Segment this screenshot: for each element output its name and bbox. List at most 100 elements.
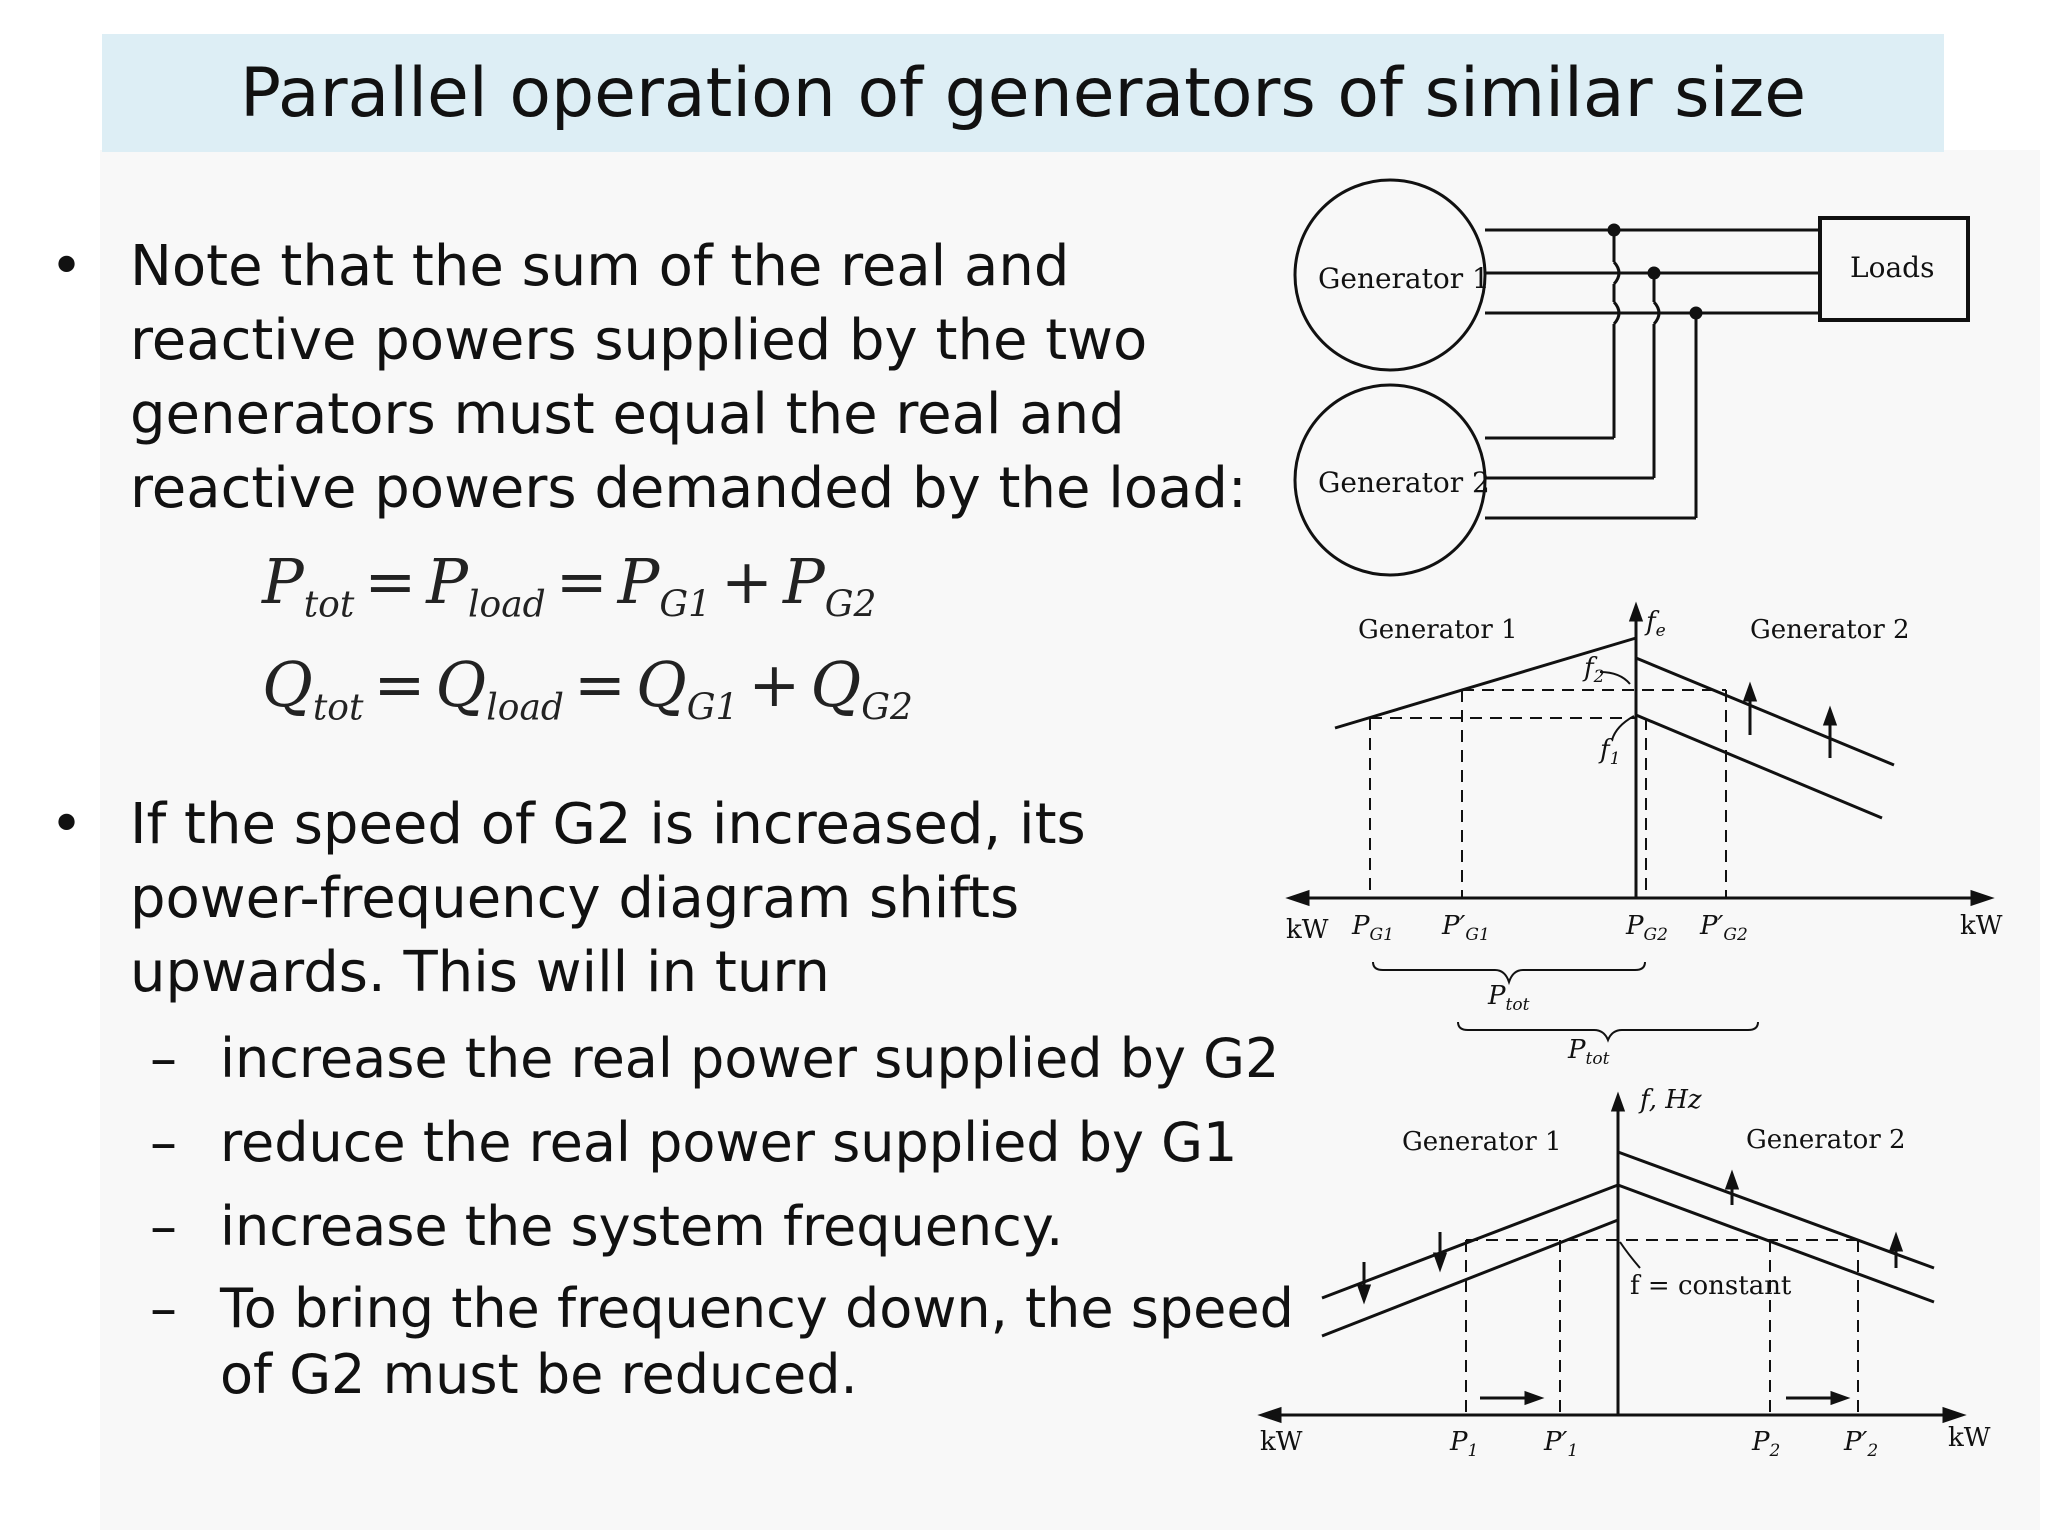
junction-dot (1647, 266, 1661, 280)
diagram1-gen1-label: Generator 1 (1358, 615, 1518, 645)
diagram2-gen2-label: Generator 2 (1746, 1125, 1906, 1155)
diagram2-p1p-label: P′1 (1543, 1427, 1578, 1461)
diagram2-gen1-curve-old (1321, 1183, 1619, 1300)
loads-label: Loads (1850, 251, 1934, 284)
diagram1-pg2p-label: P′G2 (1699, 911, 1748, 945)
bullet-1-line-2: reactive powers supplied by the two (130, 308, 1148, 373)
subitem-dash: – (150, 1111, 177, 1174)
diagram1-f2-pointer (1599, 671, 1631, 685)
bullet-dot: • (50, 792, 84, 857)
title-bar: Parallel operation of generators of simi… (102, 34, 1944, 152)
eq-p-sub-2: load (468, 584, 546, 626)
diagram2-shift-arrowhead-1 (1356, 1284, 1372, 1305)
diagram2-kw-right: kW (1948, 1423, 1991, 1453)
diagram1-fe-label: fe (1644, 607, 1666, 641)
eq-p-sub-4: G2 (824, 584, 877, 626)
diagram1-pg1p-label: P′G1 (1441, 911, 1490, 945)
diagram1-gen2-curve-new (1635, 656, 1895, 767)
generator-2-circle (1293, 383, 1487, 577)
equation-q: Qtot=Qload=QG1+QG2 (262, 648, 913, 728)
diagram1-f1-pointer (1611, 715, 1635, 741)
bullet-1-text: Note that the sum of the real and reacti… (130, 230, 1247, 526)
bullet-dot: • (50, 234, 84, 299)
slide-title: Parallel operation of generators of simi… (239, 53, 1807, 133)
bullet-1-line-1: Note that the sum of the real and (130, 234, 1070, 299)
eq-q-symbol-3: Q (635, 648, 687, 721)
diagram2-p1-arrowhead (1524, 1390, 1545, 1406)
diagram1-shift-arrowhead-1 (1742, 681, 1758, 702)
diagram2-arrow-left (1257, 1406, 1282, 1424)
diagram2-gen1-label: Generator 1 (1402, 1127, 1562, 1157)
eq-p-sub-3: G1 (659, 584, 712, 626)
diagram1-kw-right: kW (1960, 911, 2003, 941)
eq-p-symbol-1: P (262, 545, 304, 618)
diagram1-f1-label: f1 (1598, 735, 1620, 769)
junction-dot (1689, 306, 1703, 320)
eq-q-op-2: = (573, 648, 626, 721)
eq-p-sub-1: tot (303, 584, 355, 626)
diagram1-gen1-curve (1334, 636, 1637, 730)
power-frequency-diagram-2 (1257, 1091, 1967, 1424)
equation-p: Ptot=Pload=PG1+PG2 (262, 545, 876, 625)
subitem-4-text: To bring the frequency down, the speed o… (220, 1276, 1294, 1408)
eq-q-symbol-4: Q (810, 648, 862, 721)
eq-q-symbol-1: Q (262, 648, 313, 721)
diagram1-ptot-label-2: Ptot (1567, 1035, 1610, 1069)
diagram2-arrow-right (1942, 1406, 1967, 1424)
eq-p-op-3: + (721, 545, 773, 618)
generator-1-label: Generator 1 (1318, 262, 1490, 295)
generator-1-circle (1293, 178, 1487, 372)
diagram1-arrow-left (1285, 889, 1310, 907)
diagram1-arrow-right (1970, 889, 1995, 907)
eq-q-sub-1: tot (312, 687, 364, 729)
bullet-2-text: If the speed of G2 is increased, its pow… (130, 788, 1086, 1010)
bullet-2-line-1: If the speed of G2 is increased, its (130, 792, 1086, 857)
diagram2-fconst-label: f = constant (1630, 1271, 1792, 1301)
eq-p-op-2: = (555, 545, 608, 618)
diagram1-f2-label: f2 (1582, 653, 1604, 687)
crossover-a (1612, 260, 1621, 286)
diagram1-pg1-label: PG1 (1351, 911, 1394, 945)
diagram2-gen2-curve-new (1617, 1150, 1935, 1270)
diagram2-p2p-label: P′2 (1843, 1427, 1878, 1461)
diagram1-gen2-label: Generator 2 (1750, 615, 1910, 645)
diagram1-ptot-label-1: Ptot (1487, 981, 1530, 1015)
eq-q-symbol-2: Q (435, 648, 487, 721)
eq-p-symbol-3: P (617, 545, 660, 618)
diagram1-ptot-brace-1 (1372, 961, 1646, 986)
eq-q-sub-2: load (486, 687, 564, 729)
generator-2-label: Generator 2 (1318, 466, 1490, 499)
diagram2-p1-label: P1 (1449, 1427, 1478, 1461)
power-frequency-diagram-1 (1285, 601, 1995, 1043)
crossover-a2 (1612, 300, 1621, 326)
diagram1-ptot-brace-2 (1457, 1021, 1759, 1043)
eq-p-symbol-4: P (783, 545, 825, 618)
diagram2-p2-arrowhead (1830, 1390, 1851, 1406)
bullet-1-line-3: generators must equal the real and (130, 382, 1125, 447)
loads-box (1818, 216, 1970, 322)
diagram1-fe-arrow (1628, 601, 1644, 622)
subitem-dash: – (150, 1277, 177, 1340)
eq-p-op-1: = (364, 545, 417, 618)
subitem-dash: – (150, 1027, 177, 1090)
diagram1-pg2-label: PG2 (1625, 911, 1668, 945)
subitem-1-text: increase the real power supplied by G2 (220, 1027, 1280, 1090)
subitem-4-line-2: of G2 must be reduced. (220, 1343, 858, 1406)
diagram1-kw-left: kW (1286, 915, 1329, 945)
diagram2-p2-label: P2 (1751, 1427, 1780, 1461)
bullet-2-line-2: power-frequency diagram shifts (130, 866, 1020, 931)
diagram2-f-arrow (1610, 1091, 1626, 1112)
diagram2-shift-arrowhead-4 (1888, 1231, 1904, 1252)
diagram2-gen2-curve-old (1617, 1183, 1935, 1304)
diagram1-shift-arrowhead-2 (1822, 705, 1838, 726)
subitem-dash: – (150, 1195, 177, 1258)
diagram2-shift-arrowhead-2 (1432, 1252, 1448, 1273)
diagram1-gen2-curve-old (1635, 713, 1883, 820)
diagram2-kw-left: kW (1260, 1427, 1303, 1457)
slide-background (100, 150, 2040, 1530)
crossover-b (1652, 300, 1661, 326)
diagram2-axis-label: f, Hz (1638, 1085, 1702, 1115)
eq-p-symbol-2: P (426, 545, 468, 618)
eq-q-sub-4: G2 (861, 687, 913, 729)
